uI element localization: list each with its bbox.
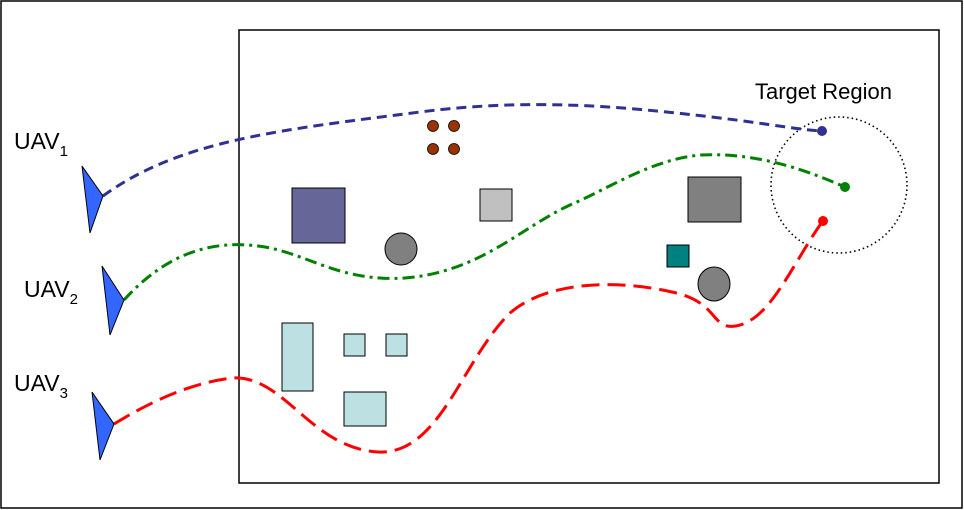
- uav-2-goal-dot: [840, 182, 850, 192]
- uav-3-name: UAV: [14, 370, 60, 396]
- obstacle-gray-circle: [697, 266, 731, 302]
- uav-3-path: [113, 221, 824, 454]
- obstacle-cyan-small-square: [385, 333, 408, 357]
- uav-1-marker: [81, 165, 104, 234]
- obstacle-brown-dot: [427, 120, 439, 132]
- obstacle-brown-dot: [427, 143, 439, 155]
- uav-2-path: [122, 153, 846, 302]
- obstacle-gray-circle: [384, 232, 418, 266]
- uav-1-goal-dot: [817, 126, 827, 136]
- obstacle-dot-cluster: [427, 120, 460, 155]
- obstacle-light-gray-square: [479, 188, 513, 222]
- obstacle-cyan-small-square: [343, 333, 366, 357]
- uav-2-label: UAV2: [24, 276, 78, 308]
- uav-3-label: UAV3: [14, 370, 68, 402]
- uav-2-name: UAV: [24, 276, 70, 302]
- uav-3-goal-dot: [818, 216, 828, 226]
- uav-3-marker: [91, 391, 115, 461]
- uav-2-marker: [101, 265, 125, 336]
- obstacles: [281, 120, 742, 427]
- uav-1-name: UAV: [14, 128, 60, 154]
- target-region-label: Target Region: [755, 79, 892, 104]
- obstacle-brown-dot: [448, 120, 460, 132]
- uav-1-subscript: 1: [60, 143, 68, 160]
- obstacle-dark-gray-square: [687, 176, 742, 223]
- uav-3-subscript: 3: [60, 385, 68, 402]
- obstacle-cyan-tall-rect: [281, 322, 314, 392]
- obstacle-navy-square: [291, 187, 346, 244]
- uav-1-path: [102, 103, 823, 198]
- obstacle-brown-dot: [448, 143, 460, 155]
- obstacle-cyan-wide-rect: [343, 391, 387, 427]
- obstacle-teal-square: [666, 244, 690, 268]
- uav-1-label: UAV1: [14, 128, 68, 160]
- uav-2-subscript: 2: [70, 291, 78, 308]
- target-region-circle: [770, 116, 908, 254]
